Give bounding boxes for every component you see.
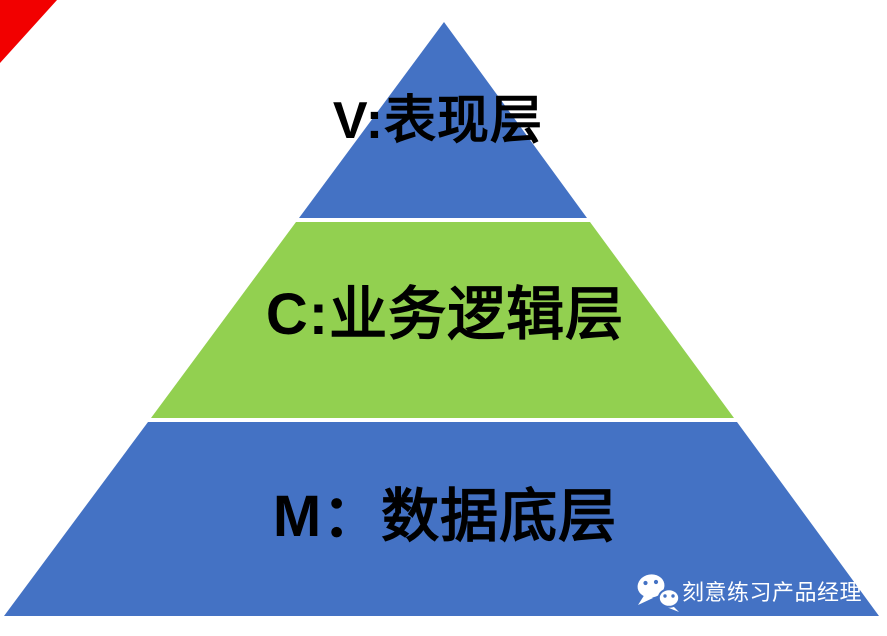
wechat-eye	[653, 579, 659, 585]
wechat-bubble-large-tail	[638, 594, 653, 605]
wechat-eye	[643, 580, 648, 586]
pyramid-layer-top-label: V:表现层	[332, 92, 544, 150]
watermark-text: 刻意练习产品经理	[682, 580, 863, 605]
wechat-eye	[671, 594, 675, 598]
pyramid-layer-bottom-label: M：数据底层	[272, 484, 618, 549]
wechat-eye	[663, 594, 667, 598]
wechat-icon	[637, 574, 681, 612]
wechat-bubble-large	[637, 574, 665, 598]
wechat-bubble-small	[657, 588, 681, 608]
red-corner-triangle	[0, 0, 57, 63]
pyramid-layer-middle-label: C:业务逻辑层	[265, 282, 625, 347]
pyramid-layer-top-shape	[299, 22, 587, 218]
pyramid-layer-middle-shape	[151, 222, 734, 418]
pyramid-layer-bottom-shape	[4, 422, 879, 616]
